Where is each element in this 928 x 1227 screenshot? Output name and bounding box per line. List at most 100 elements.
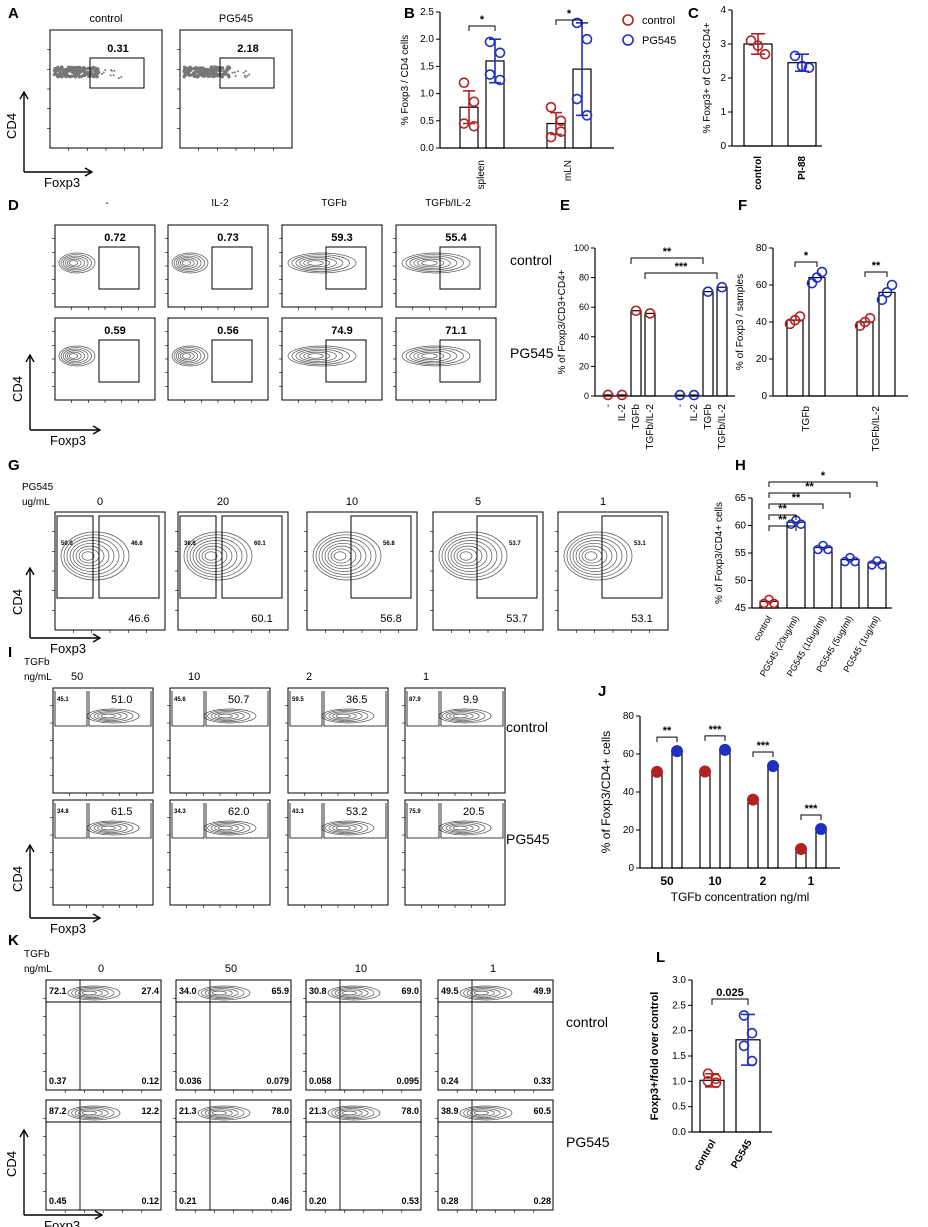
plot-frame (49, 29, 163, 149)
event-dot (73, 70, 77, 75)
panel-K-q2: 27.4 (141, 986, 159, 996)
contour-ring (186, 534, 248, 578)
panel-K-header-1: ng/mL (24, 964, 52, 975)
panel-D-plot-1-2: 74.9 (279, 317, 383, 403)
y-tick-label: 1 (720, 107, 726, 118)
data-point (746, 1027, 758, 1039)
event-dot (89, 71, 94, 75)
bar (786, 521, 806, 609)
contour-ring (69, 260, 79, 266)
panel-label-J: J (598, 683, 606, 700)
panel-K-q1: 72.1 (49, 986, 67, 996)
contour-ring (466, 1108, 501, 1118)
y-axis-label: CD4 (10, 376, 25, 402)
contour-ring (173, 347, 205, 365)
gate (98, 339, 140, 383)
panel-K-row-0: control (566, 1014, 608, 1030)
event-dot (187, 67, 192, 71)
contour-ring (74, 988, 109, 998)
data-point (616, 389, 628, 401)
panel-K-column-3: 1 (490, 963, 496, 975)
gate (325, 339, 367, 383)
data-point (738, 1040, 750, 1052)
x-axis-label: Foxp3 (44, 175, 80, 190)
y-tick-label: 20 (623, 825, 635, 836)
contour-ring (438, 708, 492, 724)
contour-ring (321, 820, 375, 836)
data-point (458, 77, 470, 89)
sig-bracket-text: *** (709, 724, 723, 736)
event-dot (220, 66, 224, 70)
panel-G-right-value: 53.1 (634, 541, 646, 547)
left-gate (406, 803, 440, 839)
bar (651, 771, 663, 869)
y-tick-label: 40 (756, 317, 768, 328)
panel-D-plot-0-2: 59.3 (279, 224, 383, 310)
panel-K-column-0: 0 (98, 963, 104, 975)
contour-ring (75, 545, 105, 567)
y-tick-label: 55 (735, 548, 747, 559)
bar (867, 562, 887, 609)
event-dot (109, 74, 112, 77)
panel-D-value: 0.72 (104, 232, 125, 244)
right-gate (98, 515, 160, 599)
right-arrow-icon (92, 425, 102, 435)
panel-I-row-0: control (506, 719, 548, 735)
x-category-label: 10 (708, 874, 722, 888)
panel-D-column-3: TGFb/IL-2 (425, 198, 471, 209)
contour (312, 531, 382, 581)
y-tick-label: 2.5 (672, 1000, 686, 1011)
bar (786, 319, 804, 397)
panel-label-D: D (8, 197, 19, 214)
contour-ring (175, 255, 202, 271)
contour-ring (71, 1106, 115, 1120)
contour-ring (312, 531, 382, 581)
gate (439, 246, 481, 290)
left-gate (54, 803, 88, 839)
data-point (881, 287, 893, 298)
contour-ring (442, 709, 486, 723)
legend-label: PG545 (642, 35, 676, 47)
panel-K-row-1: PG545 (566, 1134, 610, 1150)
y-tick-label: 80 (579, 273, 589, 283)
contour-ring (331, 986, 375, 1000)
event-dot (96, 71, 100, 75)
plot-frame (404, 799, 506, 906)
up-arrow-icon (19, 1128, 29, 1138)
event-dot (86, 70, 90, 74)
panel-G-column-4: 1 (600, 496, 606, 508)
bar (699, 1079, 725, 1133)
event-dot (244, 76, 247, 79)
right-gate (350, 515, 412, 599)
contour-ring (299, 350, 337, 362)
panel-G-plot-4: 53.153.1 (555, 511, 669, 633)
bar (719, 749, 731, 869)
contour (67, 1105, 121, 1121)
data-point (688, 389, 700, 401)
panel-K-q2: 49.9 (533, 986, 551, 996)
contour-ring (452, 713, 468, 719)
panel-I-right-value: 62.0 (228, 806, 249, 818)
panel-I-right-value: 20.5 (463, 806, 484, 818)
panel-I-column-0: 50 (71, 671, 83, 683)
contour-ring (69, 540, 115, 572)
panel-G-below-value: 46.6 (128, 613, 149, 625)
panel-I-left-value: 45.6 (174, 697, 186, 703)
event-dot (198, 69, 203, 73)
left-gate (289, 803, 323, 839)
data-point (674, 389, 686, 401)
contour-ring (208, 989, 233, 997)
panel-G-header-0: PG545 (22, 482, 54, 493)
data-point (864, 312, 876, 324)
panel-K-q3: 0.28 (441, 1196, 459, 1206)
contour-ring (72, 542, 110, 570)
panel-A-plot-1: 2.18 (177, 29, 293, 151)
panel-K-q3: 0.21 (179, 1196, 197, 1206)
right-gate (205, 803, 269, 839)
panel-D-plot-0-3: 55.4 (393, 224, 497, 310)
